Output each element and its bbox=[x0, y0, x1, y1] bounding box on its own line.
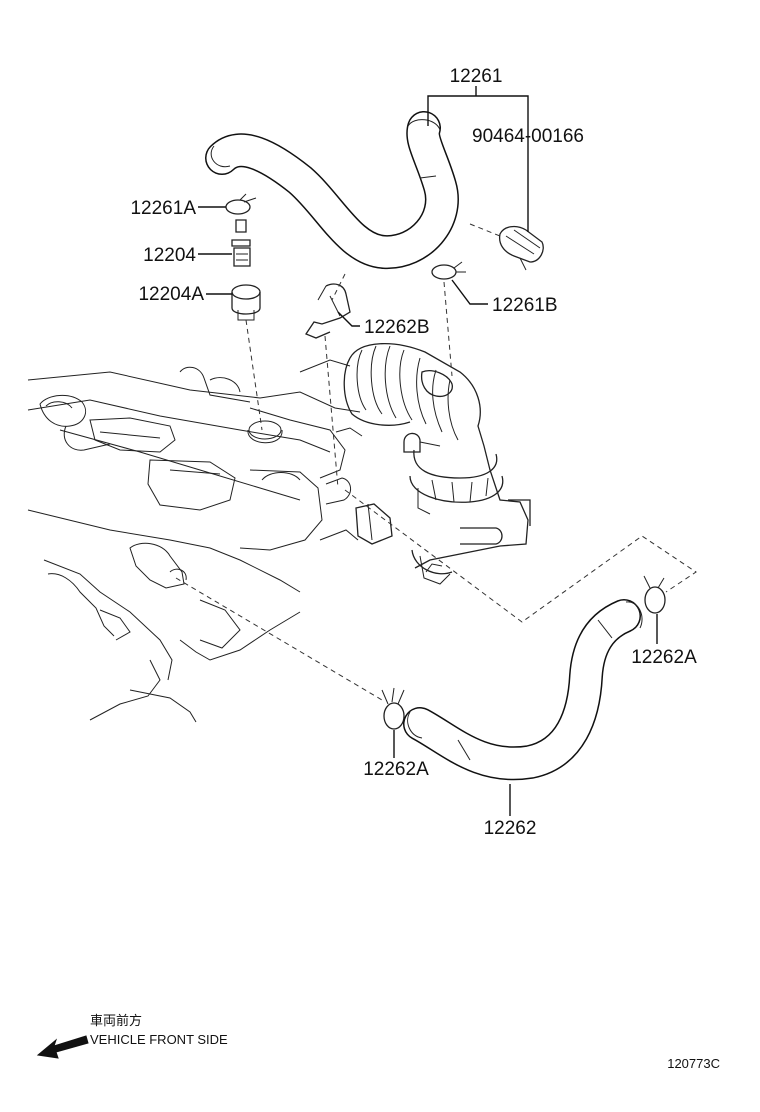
label-90464-00166: 90464-00166 bbox=[472, 126, 584, 147]
label-12262a-lower: 12262A bbox=[363, 759, 429, 780]
hose-12262-illustration bbox=[403, 599, 643, 781]
diagram-reference-code: 120773C bbox=[667, 1056, 720, 1071]
throttle-body-illustration bbox=[343, 343, 531, 585]
clip-12262a-lower-illustration bbox=[381, 687, 405, 730]
label-12262b: 12262B bbox=[364, 317, 430, 338]
label-12262: 12262 bbox=[484, 818, 537, 839]
label-12204: 12204 bbox=[143, 245, 196, 266]
dashed-guide-lines bbox=[175, 223, 697, 701]
bracket-12262b-illustration bbox=[305, 283, 351, 339]
clip-12262a-right-illustration bbox=[643, 575, 666, 614]
label-12204a: 12204A bbox=[138, 284, 204, 305]
pcv-valve-illustration bbox=[231, 219, 251, 267]
direction-label-japanese: 車両前方 bbox=[90, 1013, 142, 1028]
label-12261b: 12261B bbox=[492, 295, 558, 316]
grommet-12204a-illustration bbox=[231, 284, 261, 321]
clamp-90464-illustration bbox=[498, 225, 544, 271]
label-12261a: 12261A bbox=[130, 198, 196, 219]
label-12262a-right: 12262A bbox=[631, 647, 697, 668]
label-12261: 12261 bbox=[450, 66, 503, 87]
leader-lines bbox=[198, 86, 658, 816]
engine-block-illustration bbox=[27, 359, 363, 723]
clip-12261a-illustration bbox=[225, 193, 257, 215]
front-direction-indicator: 車両前方 VEHICLE FRONT SIDE bbox=[36, 1013, 228, 1059]
clip-12261b-illustration bbox=[431, 261, 466, 280]
front-arrow-icon bbox=[36, 1035, 89, 1059]
direction-label-english: VEHICLE FRONT SIDE bbox=[90, 1032, 228, 1047]
hose-12261-illustration bbox=[205, 111, 459, 269]
